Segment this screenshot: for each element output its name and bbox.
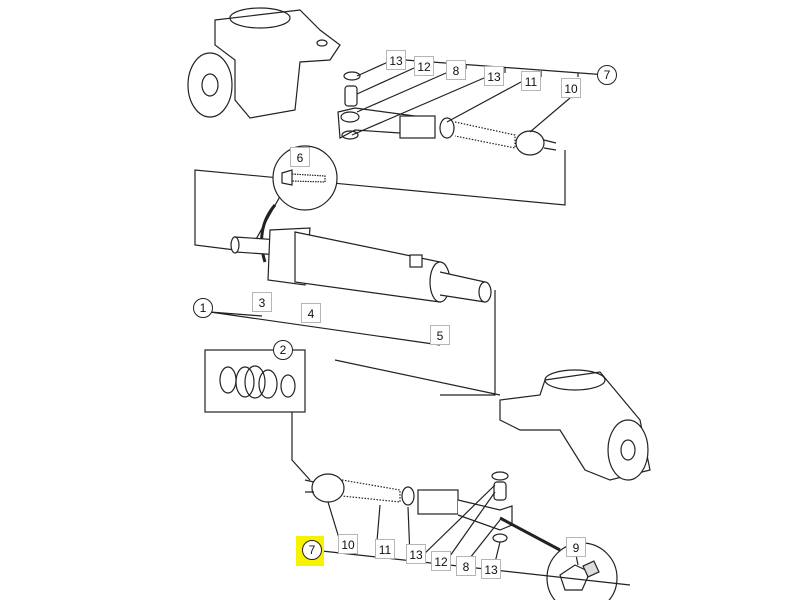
callout-13-top-washer[interactable]: 13 bbox=[386, 50, 406, 70]
callout-11-top-nut[interactable]: 11 bbox=[521, 71, 541, 91]
lower-steering-knuckle bbox=[499, 369, 651, 481]
callout-2-seal-kit[interactable]: 2 bbox=[273, 340, 293, 360]
hydraulic-cylinder bbox=[230, 227, 492, 303]
bolt-detail bbox=[260, 145, 338, 263]
callout-6-bolt[interactable]: 6 bbox=[290, 147, 310, 167]
callout-3[interactable]: 3 bbox=[252, 292, 272, 312]
callout-7-top-assembly[interactable]: 7 bbox=[597, 65, 617, 85]
callout-5[interactable]: 5 bbox=[430, 325, 450, 345]
callout-13-top-washer-lower[interactable]: 13 bbox=[484, 66, 504, 86]
callout-8-bottom-tie-rod[interactable]: 8 bbox=[456, 556, 476, 576]
callout-4[interactable]: 4 bbox=[301, 303, 321, 323]
callout-9-grease-nipple[interactable]: 9 bbox=[566, 537, 586, 557]
callout-10-top-ball-joint[interactable]: 10 bbox=[561, 78, 581, 98]
callout-1-cylinder-assembly[interactable]: 1 bbox=[193, 298, 213, 318]
top-steering-knuckle bbox=[187, 7, 341, 119]
callout-13-bottom-washer[interactable]: 13 bbox=[406, 544, 426, 564]
grease-nipple-detail bbox=[546, 542, 618, 600]
top-tie-rod bbox=[337, 71, 557, 156]
callout-13-bottom-washer-lower[interactable]: 13 bbox=[481, 559, 501, 579]
seal-kit bbox=[204, 349, 306, 413]
callout-8-top-tie-rod[interactable]: 8 bbox=[446, 60, 466, 80]
callout-11-bottom-nut[interactable]: 11 bbox=[375, 539, 395, 559]
callout-12-bottom-bushing[interactable]: 12 bbox=[431, 551, 451, 571]
callout-10-bottom-ball-joint[interactable]: 10 bbox=[338, 534, 358, 554]
callout-12-top-bushing[interactable]: 12 bbox=[414, 56, 434, 76]
callout-7-bottom-assembly-highlighted[interactable]: 7 bbox=[302, 540, 322, 560]
